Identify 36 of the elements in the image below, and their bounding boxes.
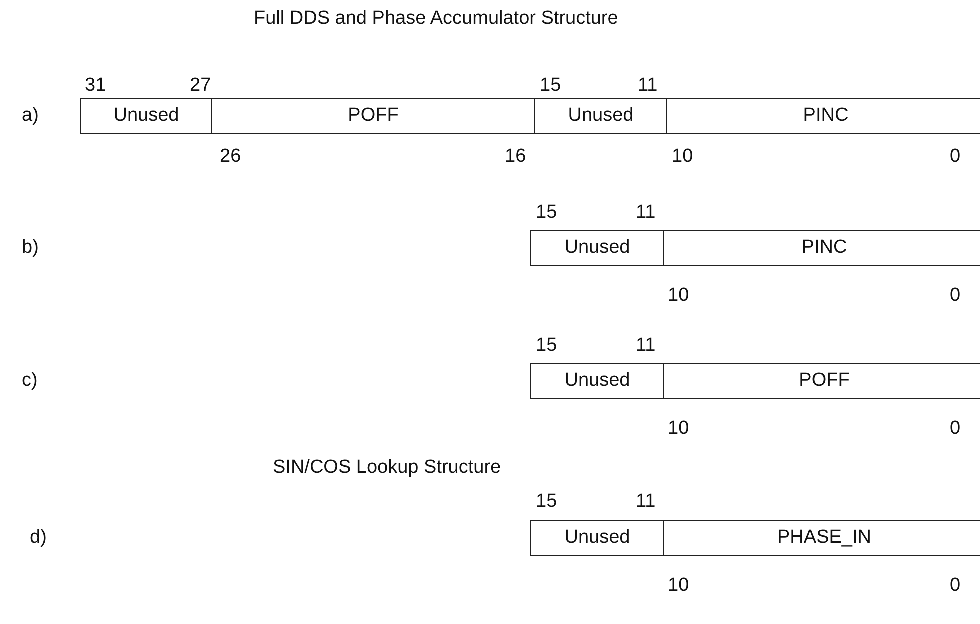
bit-number: 10 — [668, 285, 690, 307]
bit-field: PINC — [663, 230, 980, 266]
bit-number: 11 — [638, 75, 658, 97]
bit-field: PHASE_IN — [663, 520, 980, 556]
bit-number: 0 — [950, 146, 961, 168]
bit-field: Unused — [530, 363, 665, 399]
row-letter: c) — [22, 370, 38, 392]
bit-number: 16 — [505, 146, 526, 168]
bit-field: Unused — [80, 98, 213, 134]
bit-number: 0 — [950, 418, 961, 440]
bit-number: 15 — [540, 75, 562, 97]
row-letter: a) — [22, 105, 39, 127]
bit-number: 15 — [536, 491, 558, 513]
bit-number: 0 — [950, 285, 961, 307]
bit-field: Unused — [530, 230, 665, 266]
bit-number: 10 — [668, 418, 690, 440]
row-letter: d) — [30, 527, 47, 549]
bit-number: 15 — [536, 335, 558, 357]
bit-number: 10 — [668, 575, 690, 597]
bit-number: 27 — [190, 75, 212, 97]
bit-field: Unused — [534, 98, 668, 134]
bit-field: Unused — [530, 520, 665, 556]
bit-field: POFF — [211, 98, 536, 134]
section-heading: SIN/COS Lookup Structure — [273, 457, 502, 479]
bit-number: 31 — [85, 75, 106, 97]
bit-number: 11 — [636, 491, 656, 513]
bit-field: POFF — [663, 363, 980, 399]
row-letter: b) — [22, 237, 39, 259]
bit-number: 10 — [672, 146, 694, 168]
bit-number: 26 — [220, 146, 242, 168]
diagram-title: Full DDS and Phase Accumulator Structure — [254, 8, 618, 30]
bit-number: 15 — [536, 202, 558, 224]
bit-number: 11 — [636, 335, 656, 357]
bit-number: 0 — [950, 575, 961, 597]
bit-number: 11 — [636, 202, 656, 224]
bit-field: PINC — [666, 98, 980, 134]
